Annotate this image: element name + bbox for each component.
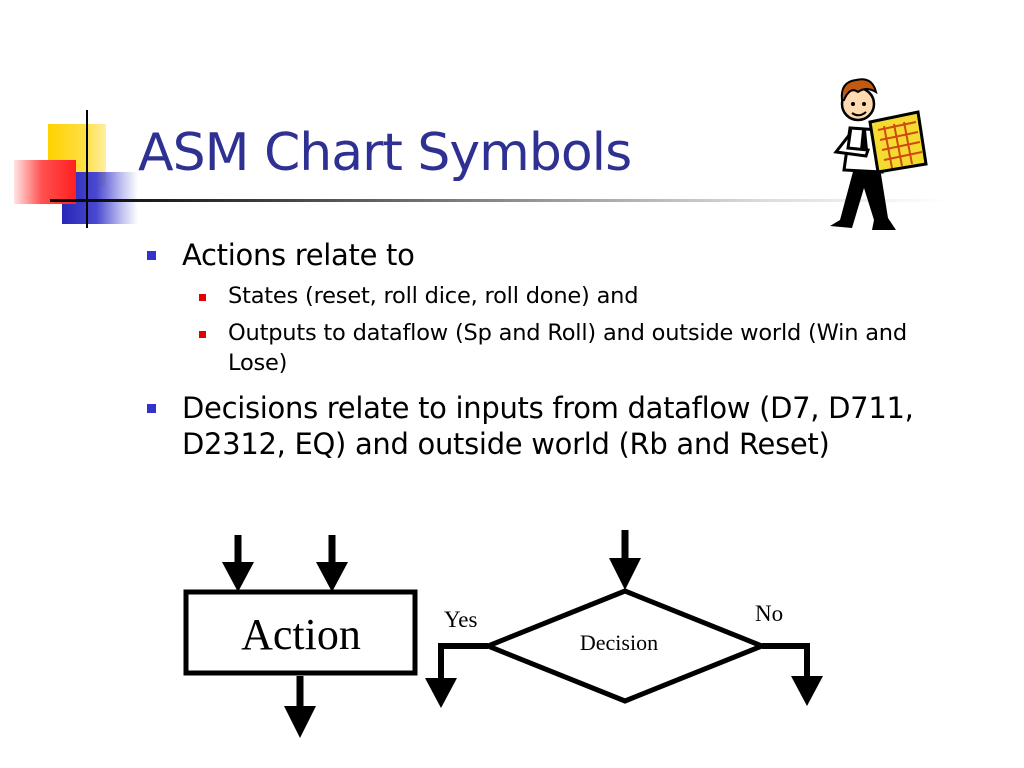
deco-red-square bbox=[14, 160, 76, 204]
no-branch-line bbox=[762, 643, 810, 678]
bullet-marker bbox=[147, 251, 156, 260]
arrowhead bbox=[425, 678, 457, 708]
sub-bullet-outputs: Outputs to dataflow (Sp and Roll) and ou… bbox=[228, 320, 907, 376]
slide-title: ASM Chart Symbols bbox=[138, 123, 632, 183]
deco-vertical-line bbox=[86, 110, 88, 228]
no-label: No bbox=[755, 601, 783, 626]
arrowhead bbox=[284, 706, 316, 738]
decision-diamond bbox=[481, 588, 769, 704]
bullet-item-decisions: Decisions relate to inputs from dataflow… bbox=[182, 391, 914, 461]
sub-bullet-states: States (reset, roll dice, roll done) and bbox=[228, 283, 639, 309]
bullet-marker bbox=[147, 404, 156, 413]
title-underline bbox=[50, 199, 950, 202]
presenter-with-chart-icon bbox=[830, 78, 928, 230]
decision-group: Decision Yes No bbox=[425, 530, 823, 708]
action-box bbox=[183, 589, 418, 676]
sub-bullet-marker bbox=[199, 294, 206, 301]
arrowhead bbox=[609, 558, 641, 590]
yes-branch-line bbox=[438, 643, 488, 680]
decision-label: Decision bbox=[580, 630, 658, 655]
arrowhead bbox=[222, 562, 254, 592]
arrowhead bbox=[316, 562, 348, 592]
action-label: Action bbox=[241, 610, 361, 659]
arrowhead bbox=[791, 676, 823, 706]
action-box-group: Action bbox=[183, 535, 418, 738]
sub-bullet-marker bbox=[199, 331, 206, 338]
yes-label: Yes bbox=[444, 607, 478, 632]
corner-decoration bbox=[0, 0, 140, 230]
bullet-item-actions: Actions relate to bbox=[182, 238, 415, 272]
